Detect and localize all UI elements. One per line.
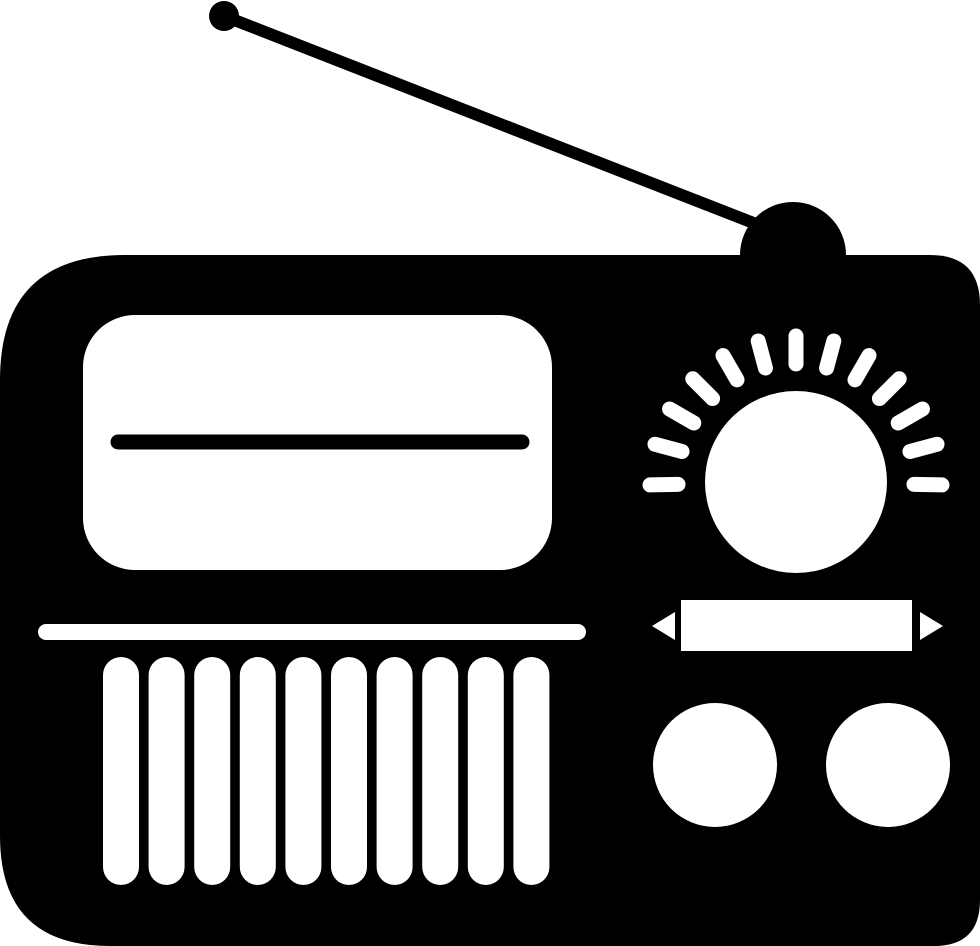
tone-knob[interactable] [826, 703, 950, 827]
grille-bar [422, 657, 459, 885]
grille-bar [376, 657, 413, 885]
dial-tick [647, 436, 690, 459]
grille-bar [103, 657, 139, 885]
grille-bar [194, 657, 231, 885]
dial-tick [715, 348, 745, 388]
tuning-dial[interactable] [642, 328, 950, 573]
grille-bar [467, 657, 504, 885]
slider-track[interactable] [681, 600, 912, 651]
grille-bar [331, 657, 367, 885]
speaker-grille [103, 657, 550, 885]
antenna-rod [218, 10, 798, 244]
frequency-slider[interactable] [652, 600, 943, 651]
dial-tick [890, 401, 930, 431]
dial-tick [819, 333, 842, 376]
antenna-tip [209, 1, 239, 31]
dial-tick [750, 333, 773, 376]
dial-tick [902, 436, 945, 459]
dial-tick [871, 371, 907, 407]
dial-tick [906, 476, 950, 493]
grille-bar [148, 657, 185, 885]
dial-tick [685, 371, 721, 407]
dial-tick [847, 348, 877, 388]
display-screen [83, 315, 552, 570]
volume-knob[interactable] [653, 703, 777, 827]
tuning-knob[interactable] [705, 391, 887, 573]
grille-bar [239, 657, 276, 885]
arrow-right-icon[interactable] [920, 612, 943, 640]
dial-tick [662, 401, 702, 431]
grille-bar [285, 657, 322, 885]
arrow-left-icon[interactable] [652, 612, 675, 640]
dial-tick [642, 476, 686, 493]
grille-bar [513, 657, 550, 885]
